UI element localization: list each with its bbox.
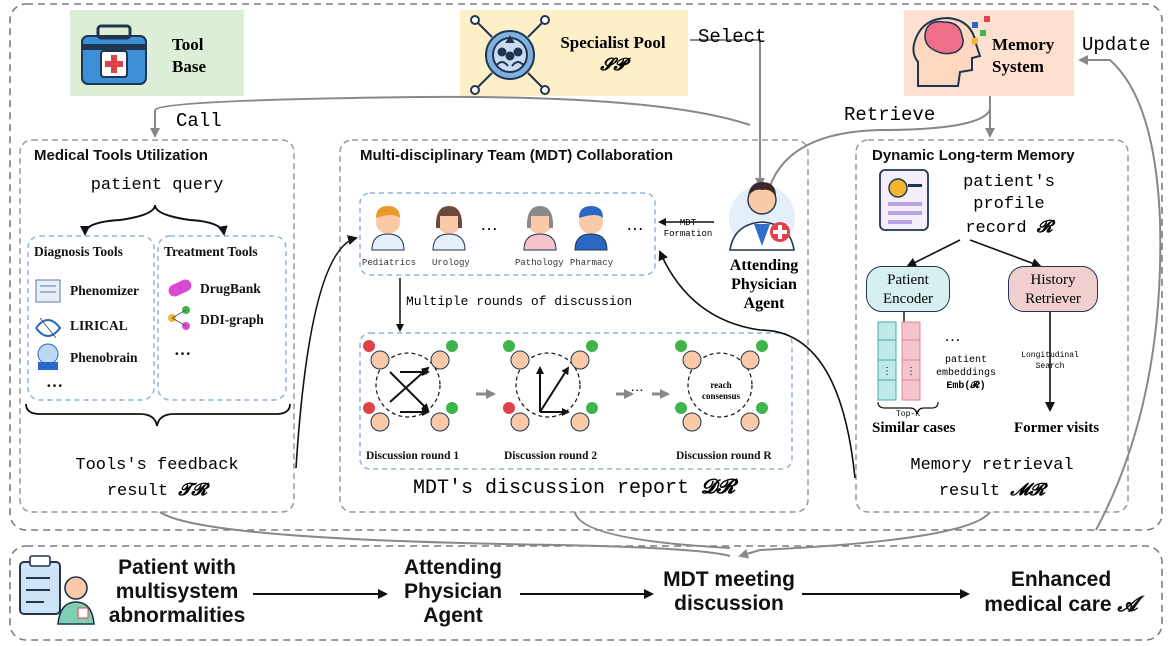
flow-step-enhanced-care: Enhanced medical care 𝓐: [984, 568, 1138, 616]
topk-label: Top-K: [896, 410, 921, 419]
top-frame: [9, 3, 1163, 531]
profile-record-label: patient's profile record 𝓡: [963, 173, 1055, 238]
retrieve-label: Retrieve: [844, 104, 936, 126]
round-label: Discussion round 2: [504, 450, 598, 462]
profile-record-icon: [879, 169, 929, 231]
round-label: Discussion round R: [676, 450, 772, 462]
round-label: Discussion round 1: [366, 450, 460, 462]
dept-ellipsis: …: [626, 214, 644, 234]
patient-query: patient query: [90, 176, 224, 195]
ddi-graph-icon: [168, 306, 190, 330]
select-label: Select: [698, 26, 767, 48]
department-box: [359, 192, 656, 276]
specialist-pool-label: Specialist Pool 𝓢𝓟: [560, 33, 666, 74]
phenomizer-icon: [35, 279, 61, 303]
status-badges: [363, 340, 768, 414]
diagnosis-box: [27, 235, 155, 401]
treatment-item: DDI-graph: [200, 312, 264, 327]
tools-feedback: Tools's feedback result 𝓣𝓡: [75, 456, 239, 501]
dept-label: Pathology: [515, 258, 564, 268]
memory-panel-title: Dynamic Long-term Memory: [872, 147, 1075, 164]
discussion-box: [359, 332, 793, 470]
treatment-item: DrugBank: [200, 281, 261, 296]
drugbank-icon: [168, 279, 192, 297]
bottom-frame: [9, 545, 1163, 641]
svg-text:⋮: ⋮: [906, 366, 916, 377]
embedding-bars: ⋮ ⋮: [877, 321, 921, 401]
dept-label: Urology: [432, 258, 470, 268]
round-ellipsis: …: [630, 378, 644, 394]
treatment-more: …: [174, 340, 191, 359]
diagnosis-more: …: [46, 372, 63, 391]
dept-label: Pediatrics: [362, 258, 417, 268]
diagnosis-tools-title: Diagnosis Tools: [34, 244, 123, 259]
dept-label: Pharmacy: [570, 258, 614, 268]
memory-retrieval-result: Memory retrieval result 𝓜𝓡: [910, 456, 1074, 501]
update-label: Update: [1082, 34, 1151, 56]
similar-cases-label: Similar cases: [872, 420, 956, 436]
doctor-avatars: [371, 206, 608, 251]
toolbox-icon: [81, 24, 147, 85]
dept-ellipsis: …: [480, 214, 498, 234]
svg-text:⋮: ⋮: [882, 366, 892, 377]
call-label: Call: [176, 110, 222, 132]
memory-panel: [855, 139, 1129, 513]
tools-panel-title: Medical Tools Utilization: [34, 147, 208, 164]
discussion-clusters: [375, 352, 753, 418]
brain-head-icon: [912, 16, 990, 87]
mdt-report: MDT's discussion report 𝓓𝓡: [412, 476, 736, 500]
specialist-network-icon: [470, 15, 550, 95]
diagnosis-item: Phenomizer: [70, 283, 139, 298]
lirical-icon: [35, 317, 62, 339]
treatment-tools-title: Treatment Tools: [164, 244, 258, 259]
round-doctors: [370, 350, 760, 432]
multiple-rounds-label: Multiple rounds of discussion: [406, 294, 633, 309]
tools-panel: [19, 139, 295, 513]
embeddings-label: patient embeddings Emb(𝓡): [935, 355, 996, 392]
mdt-panel-title: Multi-disciplinary Team (MDT) Collaborat…: [360, 147, 674, 164]
former-visits-label: Former visits: [1014, 420, 1100, 436]
diagnosis-item: LIRICAL: [70, 318, 128, 333]
patient-clipboard-icon: [19, 555, 95, 625]
treatment-box: [157, 235, 287, 401]
mdt-panel: [339, 139, 809, 513]
attending-physician-icon: [729, 182, 795, 251]
embedding-ellipsis: …: [944, 326, 961, 345]
diagnosis-item: Phenobrain: [70, 350, 138, 365]
phenobrain-icon: [37, 343, 59, 370]
